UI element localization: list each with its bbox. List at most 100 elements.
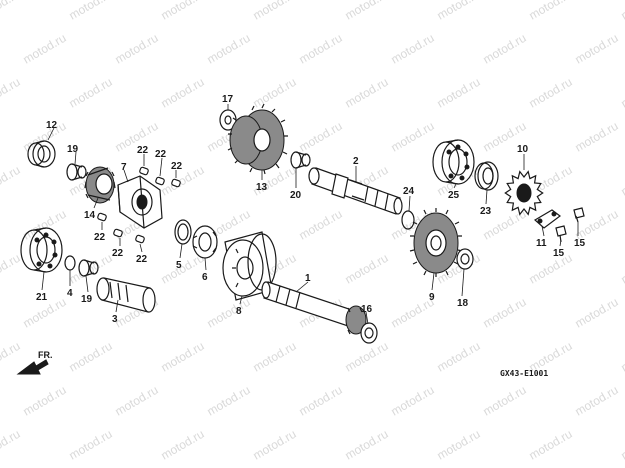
- part-16-washer[interactable]: [360, 322, 378, 344]
- callout-1[interactable]: 1: [305, 273, 311, 284]
- watermark-text: motod.ru: [67, 427, 115, 463]
- watermark-text: motod.ru: [389, 383, 437, 419]
- watermark-text: motod.ru: [527, 0, 575, 23]
- watermark-text: motod.ru: [113, 31, 161, 67]
- watermark-text: motod.ru: [67, 339, 115, 375]
- callout-22[interactable]: 22: [112, 248, 124, 259]
- callout-15[interactable]: 15: [553, 248, 565, 259]
- watermark-text: motod.ru: [573, 31, 621, 67]
- watermark-text: motod.ru: [527, 251, 575, 287]
- callout-2[interactable]: 2: [353, 156, 359, 167]
- watermark-text: motod.ru: [297, 207, 345, 243]
- callout-12[interactable]: 12: [46, 120, 58, 131]
- watermark-text: motod.ru: [619, 427, 625, 463]
- part-19-needle-bearing-lower[interactable]: [78, 259, 99, 277]
- callout-22[interactable]: 22: [155, 149, 167, 160]
- watermark-text: motod.ru: [481, 383, 529, 419]
- watermark-text: motod.ru: [251, 75, 299, 111]
- watermark-text: motod.ru: [435, 339, 483, 375]
- callout-14[interactable]: 14: [84, 210, 96, 221]
- part-5-circlip[interactable]: [174, 219, 192, 245]
- callout-15[interactable]: 15: [574, 238, 586, 249]
- callout-17[interactable]: 17: [222, 94, 234, 105]
- watermark-text: motod.ru: [0, 75, 23, 111]
- callout-8[interactable]: 8: [236, 306, 242, 317]
- part-1-mainshaft[interactable]: [261, 281, 367, 335]
- callout-22[interactable]: 22: [94, 232, 106, 243]
- callout-23[interactable]: 23: [480, 206, 492, 217]
- part-7-shift-drum[interactable]: [117, 175, 163, 229]
- part-14-gear[interactable]: [84, 166, 116, 204]
- watermark-text: motod.ru: [297, 119, 345, 155]
- part-24-circlip[interactable]: [401, 210, 415, 230]
- part-19-needle-bearing-upper[interactable]: [66, 163, 87, 181]
- direction-label: FR.: [38, 350, 53, 360]
- part-9-gear[interactable]: [409, 208, 463, 277]
- part-20-needle-bearing[interactable]: [290, 151, 311, 169]
- part-23-oil-seal[interactable]: [474, 161, 499, 191]
- callout-13[interactable]: 13: [256, 182, 268, 193]
- watermark-text: motod.ru: [481, 295, 529, 331]
- part-13-gear-cluster[interactable]: [227, 103, 288, 175]
- callout-18[interactable]: 18: [457, 298, 469, 309]
- callout-22[interactable]: 22: [171, 161, 183, 172]
- callout-9[interactable]: 9: [429, 292, 435, 303]
- watermark-text: motod.ru: [0, 339, 23, 375]
- callout-21[interactable]: 21: [36, 292, 48, 303]
- watermark-text: motod.ru: [0, 251, 23, 287]
- diagram-code: GX43-E1001: [500, 369, 548, 378]
- watermark-text: motod.ru: [573, 383, 621, 419]
- callout-24[interactable]: 24: [403, 186, 415, 197]
- watermark-text: motod.ru: [159, 339, 207, 375]
- part-4-circlip[interactable]: [64, 255, 76, 271]
- callout-20[interactable]: 20: [290, 190, 302, 201]
- part-21-bearing[interactable]: [20, 227, 63, 273]
- watermark-text: motod.ru: [619, 163, 625, 199]
- part-22-pins[interactable]: [97, 166, 181, 244]
- part-12-bearing[interactable]: [27, 140, 56, 168]
- callout-6[interactable]: 6: [202, 272, 208, 283]
- watermark-text: motod.ru: [21, 383, 69, 419]
- watermark-text: motod.ru: [0, 0, 23, 23]
- callout-22[interactable]: 22: [137, 145, 149, 156]
- watermark-text: motod.ru: [527, 75, 575, 111]
- callout-11[interactable]: 11: [536, 238, 547, 249]
- callout-22[interactable]: 22: [136, 254, 148, 265]
- watermark-text: motod.ru: [297, 383, 345, 419]
- callout-19[interactable]: 19: [67, 144, 79, 155]
- callout-16[interactable]: 16: [361, 304, 373, 315]
- watermark-text: motod.ru: [343, 427, 391, 463]
- watermark-text: motod.ru: [435, 75, 483, 111]
- part-10-sprocket[interactable]: [504, 170, 544, 216]
- watermark-text: motod.ru: [527, 427, 575, 463]
- watermark-text: motod.ru: [435, 0, 483, 23]
- part-6-collar[interactable]: [192, 225, 218, 259]
- part-15-bolts[interactable]: [555, 207, 585, 243]
- callout-4[interactable]: 4: [67, 288, 73, 299]
- part-11-fixing-plate[interactable]: [533, 209, 561, 229]
- watermark-text: motod.ru: [0, 427, 23, 463]
- part-25-bearing[interactable]: [432, 139, 475, 185]
- watermark-text: motod.ru: [389, 119, 437, 155]
- part-8-clutch-drum[interactable]: [222, 231, 277, 301]
- watermark-text: motod.ru: [343, 75, 391, 111]
- callout-25[interactable]: 25: [448, 190, 460, 201]
- watermark-text: motod.ru: [113, 383, 161, 419]
- front-direction-arrow: FR.: [16, 350, 53, 375]
- part-2-countershaft[interactable]: [308, 167, 403, 215]
- watermark-text: motod.ru: [297, 31, 345, 67]
- callout-19[interactable]: 19: [81, 294, 93, 305]
- watermark-text: motod.ru: [619, 251, 625, 287]
- callout-7[interactable]: 7: [121, 162, 127, 173]
- watermark-text: motod.ru: [159, 75, 207, 111]
- watermark-text: motod.ru: [159, 0, 207, 23]
- watermark-text: motod.ru: [481, 31, 529, 67]
- callout-5[interactable]: 5: [176, 260, 182, 271]
- watermark-text: motod.ru: [251, 427, 299, 463]
- part-18-washer[interactable]: [456, 248, 474, 270]
- part-3-shaft[interactable]: [96, 277, 156, 313]
- callout-3[interactable]: 3: [112, 314, 118, 325]
- callout-10[interactable]: 10: [517, 144, 529, 155]
